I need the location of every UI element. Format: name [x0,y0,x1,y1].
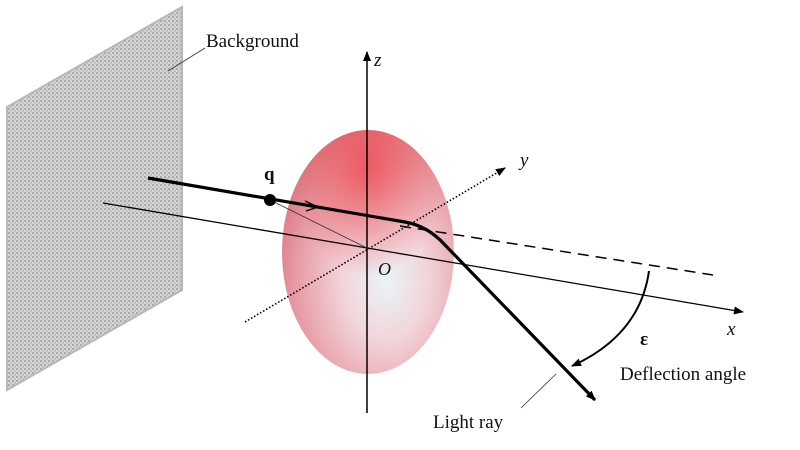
x-axis-label: x [726,319,736,340]
point-q [264,194,276,206]
light-ray [147,176,597,402]
origin-label: O [378,259,391,279]
x-axis [102,202,744,315]
light-ray-label: Light ray [433,412,504,433]
background-label: Background [206,31,299,52]
q-to-origin-line [269,199,368,249]
background-panel [6,5,183,392]
z-axis-label: z [373,50,382,71]
y-axis-label: y [518,150,529,171]
background-leader-line [167,47,206,72]
lens-top-shading [282,130,454,374]
ray-direction-arrow-icon [304,200,320,212]
deflection-angle-arc [571,270,650,367]
light-ray-leader-line [520,373,557,409]
epsilon-label: ε [640,329,648,350]
q-label: q [264,164,275,185]
deflection-angle-label: Deflection angle [620,364,746,385]
y-axis [244,167,506,323]
